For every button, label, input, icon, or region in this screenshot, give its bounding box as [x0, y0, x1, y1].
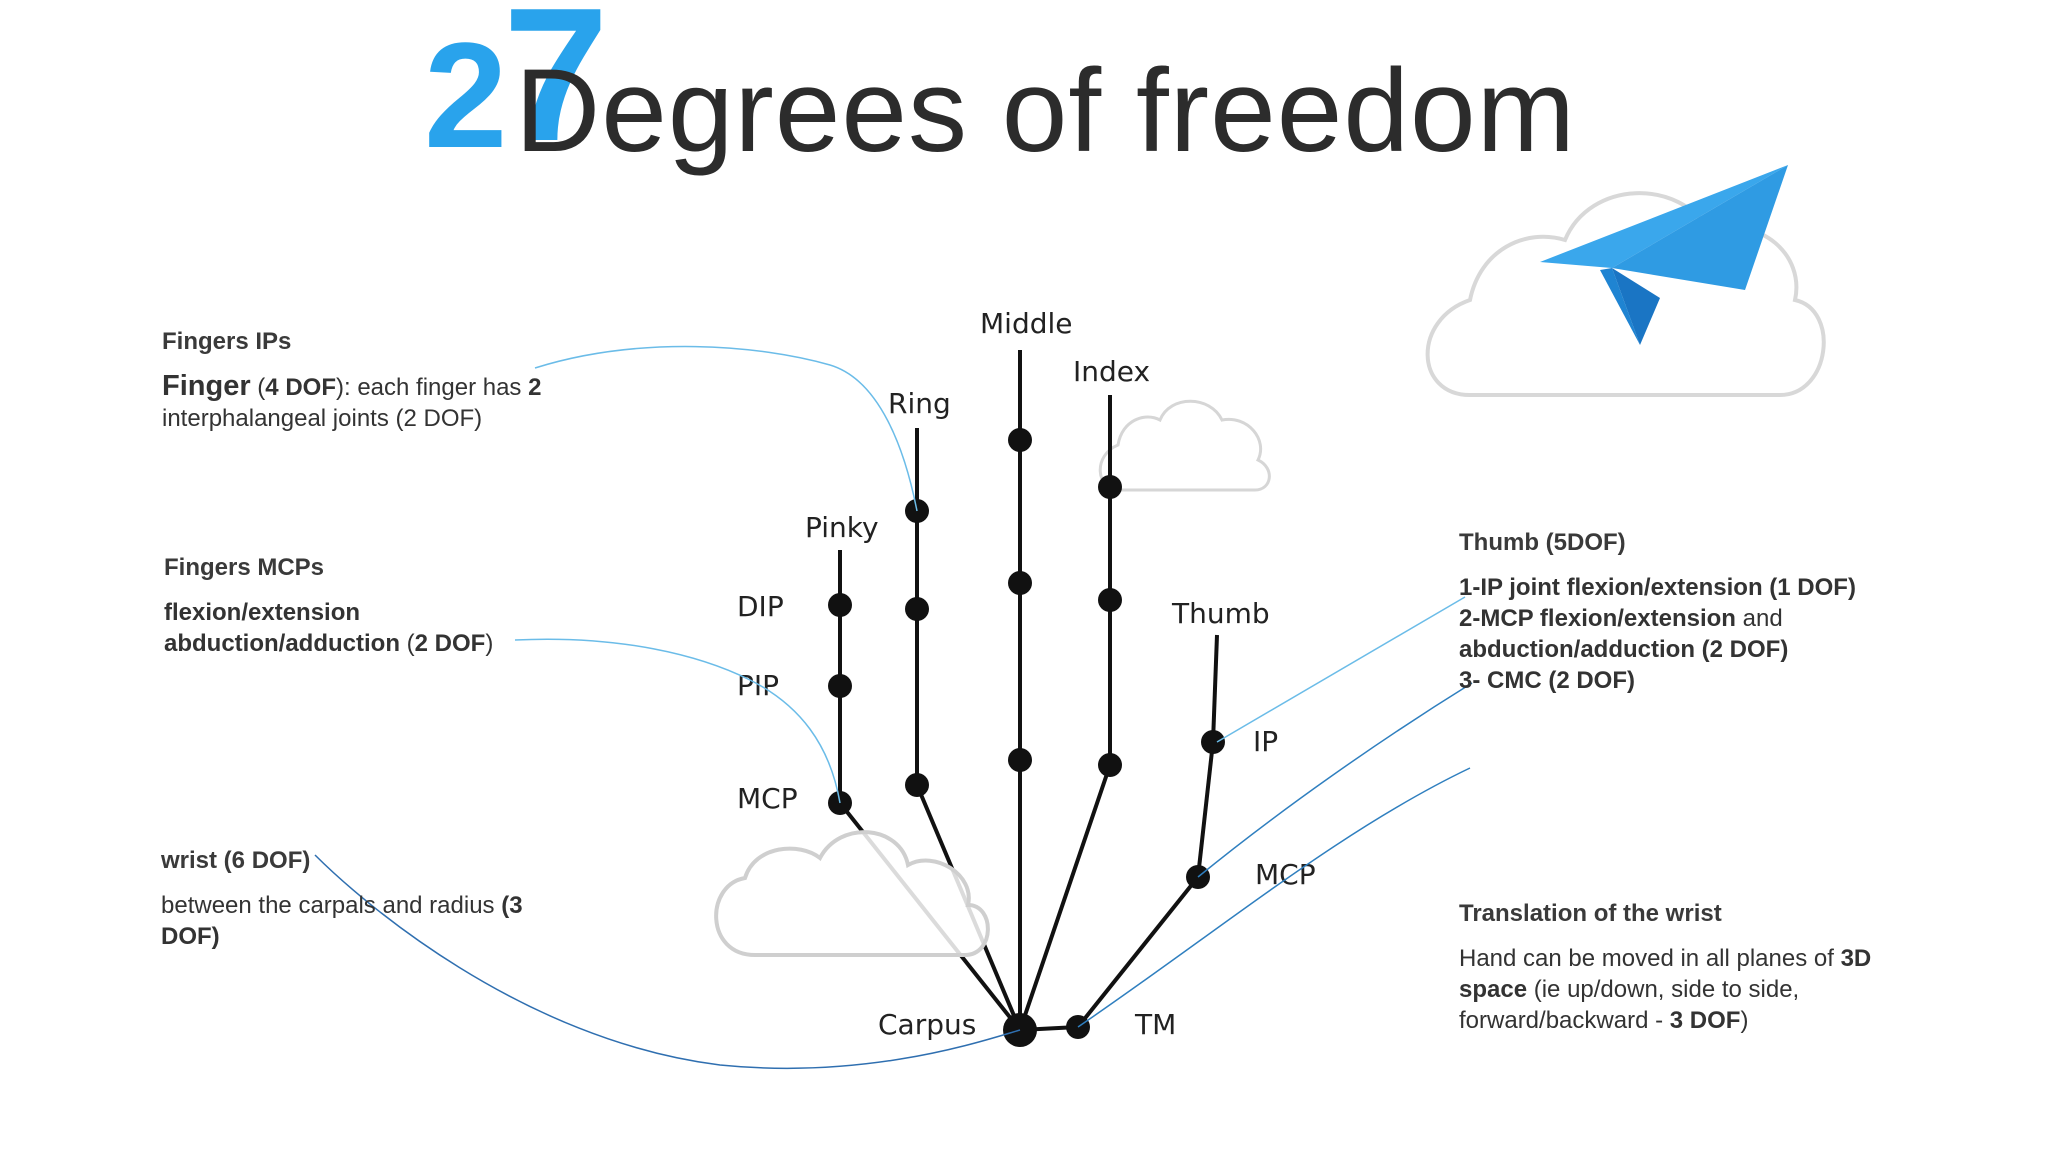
fingers-ips-heading: Fingers IPs [162, 328, 292, 355]
finger-word: Finger [162, 370, 251, 402]
wrist-heading: wrist (6 DOF) [161, 847, 311, 874]
label-dip: DIP [737, 590, 784, 623]
mcps-line2-end: ) [485, 630, 494, 657]
paper-plane-icon [1540, 165, 1788, 345]
thumb-line1: 1-IP joint flexion/extension (1 DOF) [1459, 574, 1856, 601]
label-tm: TM [1134, 1008, 1176, 1041]
label-pip: PIP [737, 669, 779, 702]
thumb-line4: 3- CMC (2 DOF) [1459, 667, 1635, 694]
translation-bold-a: 3D space [1459, 945, 1872, 1003]
label-ring: Ring [888, 387, 951, 420]
wrist-bold: (3 DOF) [161, 892, 523, 950]
mcps-line2-bold: abduction/adduction [164, 630, 400, 657]
translation-text-c: ) [1740, 1007, 1749, 1034]
fingers-mcps-block: Fingers MCPs flexion/extension abduction… [164, 552, 604, 659]
translation-heading: Translation of the wrist [1459, 900, 1722, 927]
fingers-ips-text: Finger (4 DOF): each finger has 2 interp… [162, 371, 602, 434]
thumb-heading: Thumb (5DOF) [1459, 529, 1626, 556]
dof-open: ( [250, 374, 266, 401]
translation-block: Translation of the wrist Hand can be mov… [1459, 898, 1899, 1036]
thumb-line2-rest: and [1735, 605, 1783, 632]
label-thumb-mcp: MCP [1255, 858, 1316, 891]
wrist-cloud-icon [714, 830, 990, 957]
finger-dof: 4 DOF [265, 374, 336, 401]
translation-text-b: (ie up/down, side to side, forward/backw… [1459, 976, 1800, 1034]
fingers-ips-block: Fingers IPs Finger (4 DOF): each finger … [162, 326, 602, 434]
callout-lines [314, 345, 1473, 1070]
label-index: Index [1073, 355, 1150, 388]
thumb-line2-bold: 2-MCP flexion/extension [1459, 605, 1736, 632]
finger-text-b: interphalangeal joints (2 DOF) [162, 405, 483, 432]
fingers-mcps-heading: Fingers MCPs [164, 554, 325, 581]
label-ip: IP [1253, 725, 1278, 758]
mcps-line2-rest: ( [399, 630, 415, 657]
title-number-7: 7 [503, 0, 609, 181]
title-block: 2 7 Degrees of freedom [0, 0, 2048, 200]
joint-dots [828, 428, 1225, 1047]
page-title: Degrees of freedom [515, 45, 1576, 177]
small-cloud-icon [1098, 399, 1271, 492]
title-number-2: 2 [424, 11, 508, 179]
translation-text-a: Hand can be moved in all planes of [1459, 945, 1841, 972]
wrist-block: wrist (6 DOF) between the carpals and ra… [161, 845, 581, 952]
label-carpus: Carpus [878, 1008, 976, 1041]
label-middle: Middle [980, 307, 1073, 340]
mcps-line1: flexion/extension [164, 599, 361, 626]
mcps-line2-dof: 2 DOF [414, 630, 486, 657]
finger-text-a: ): each finger has [335, 374, 529, 401]
wrist-text: between the carpals and radius [161, 892, 502, 919]
thumb-line3: abduction/adduction (2 DOF) [1459, 636, 1789, 663]
finger-bold-2: 2 [528, 374, 542, 401]
label-pinky: Pinky [805, 511, 879, 544]
label-thumb: Thumb [1171, 597, 1270, 630]
translation-bold-b: 3 DOF [1669, 1007, 1741, 1034]
label-mcp: MCP [737, 782, 798, 815]
thumb-block: Thumb (5DOF) 1-IP joint flexion/extensio… [1459, 527, 1979, 696]
